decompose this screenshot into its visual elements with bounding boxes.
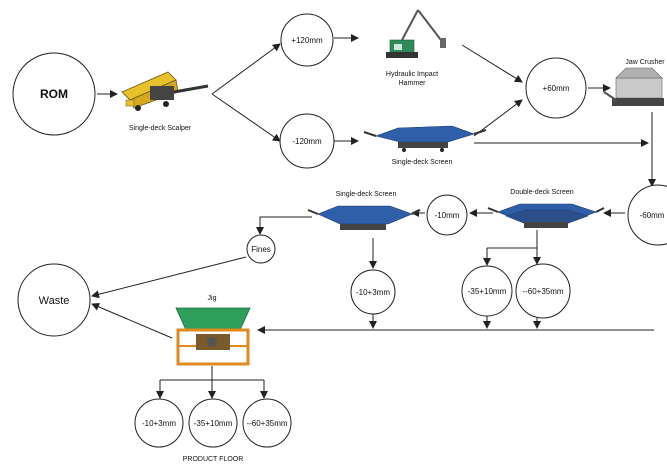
node-m10p3: -10+3mm <box>350 269 396 315</box>
screen-machine-icon <box>363 125 487 152</box>
arrow-hammer-to-plus60 <box>461 44 523 83</box>
node-m60p35: --60+35mm <box>515 263 571 319</box>
arrow-single-screen-to-fines <box>256 216 312 235</box>
node-rom-label: ROM <box>40 87 68 101</box>
double-screen-caption: Double-deck Screen <box>510 189 574 196</box>
node-pf-m35p10: -35+10mm <box>188 398 238 448</box>
flow-arrows <box>91 34 656 399</box>
scalper-machine-icon <box>121 71 209 111</box>
hammer-caption-line2: Hammer <box>399 80 427 87</box>
node-pf-m60p35: --60+35mm <box>242 398 292 448</box>
arrow-scalper-to-minus120 <box>211 93 281 142</box>
node-m60p35-label: --60+35mm <box>522 287 563 296</box>
screen-machine-icon <box>487 203 605 228</box>
node-minus10-label: -10mm <box>435 211 460 220</box>
node-minus10: -10mm <box>426 194 468 236</box>
node-fines-label: Fines <box>251 245 271 254</box>
node-plus60: +60mm <box>525 57 587 119</box>
node-pf-m60p35-label: --60+35mm <box>246 419 287 428</box>
hammer-caption-line1: Hydraulic Impact <box>386 71 438 78</box>
node-plus120: +120mm <box>280 13 334 67</box>
node-m35p10-label: -35+10mm <box>468 287 507 296</box>
node-m35p10: -35+10mm <box>461 265 513 317</box>
node-pf-m35p10-label: -35+10mm <box>194 419 233 428</box>
impact-hammer-icon <box>386 9 446 58</box>
screen-machine-icon <box>307 205 421 230</box>
node-minus120-label: -120mm <box>292 137 322 146</box>
node-minus60: -60mm <box>627 184 667 246</box>
jig-caption: Jig <box>208 295 217 302</box>
arrow-screen-to-plus60 <box>473 99 523 137</box>
node-plus60-label: +60mm <box>543 84 570 93</box>
arrow-scalper-to-plus120 <box>211 43 281 95</box>
node-waste: Waste <box>17 263 91 337</box>
jaw-caption: Jaw Crusher <box>625 59 665 66</box>
jig-machine-icon <box>175 307 251 366</box>
node-minus120: -120mm <box>279 113 335 169</box>
node-waste-label: Waste <box>39 295 70 307</box>
jaw-crusher-icon <box>603 67 664 106</box>
node-minus60-label: -60mm <box>640 211 665 220</box>
scalper-caption: Single-deck Scalper <box>129 125 192 132</box>
product-floor-label: PRODUCT FLOOR <box>183 456 244 463</box>
node-rom: ROM <box>12 52 96 136</box>
single-screen2-caption: Single-deck Screen <box>336 191 397 198</box>
screen1-caption: Single-deck Screen <box>392 159 453 166</box>
node-plus120-label: +120mm <box>291 36 323 45</box>
arrow-fines-to-waste <box>91 256 247 299</box>
node-m10p3-label: -10+3mm <box>356 288 390 297</box>
node-fines: Fines <box>246 234 276 264</box>
arrow-jig-to-waste <box>91 303 173 339</box>
node-pf-m10p3: -10+3mm <box>134 398 184 448</box>
node-pf-m10p3-label: -10+3mm <box>142 419 176 428</box>
